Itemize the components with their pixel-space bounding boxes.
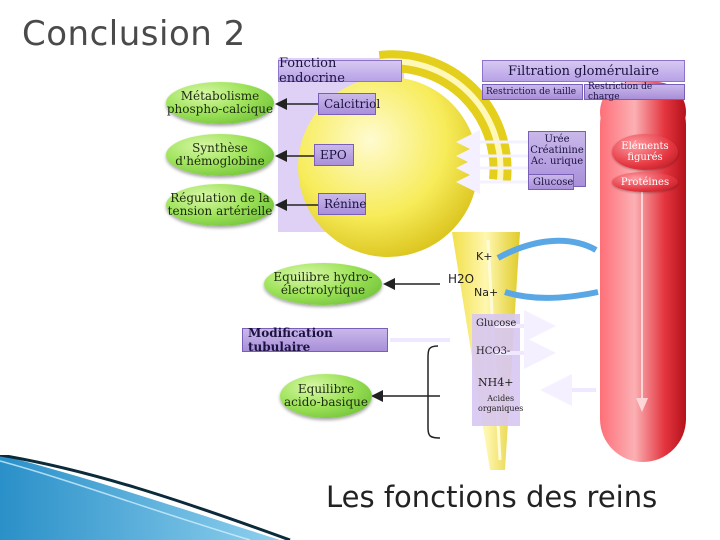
organic-acids-line: organiques [478,404,524,413]
slide-title: Conclusion 2 [22,14,246,54]
function-hydro-electrolytic: Equilibre hydro-électrolytique [264,263,382,305]
creatinine-label: Créatinine [530,145,584,156]
glomerular-filtration-header: Filtration glomérulaire [482,60,685,82]
organic-acids-line: Acides [487,394,515,403]
diagram-caption: Les fonctions des reins [326,480,658,514]
glucose-reabsorbed-label: Glucose [476,318,517,329]
blood-elements-line: figurés [627,152,663,163]
endocrine-function-header: Fonction endocrine [278,56,402,86]
bicarbonate-label: HCO3- [476,346,511,357]
renine-label: Rénine [318,193,367,215]
uree-label: Urée [544,134,570,145]
corner-swoosh-decoration [0,455,291,540]
ammonium-label: NH4+ [478,376,514,389]
function-line: tension artérielle [167,204,273,218]
glucose-filtered-label: Glucose [528,174,574,190]
calcitriol-label: Calcitriol [318,93,380,115]
water-label: H2O [448,272,475,286]
charge-restriction-label: Restriction de charge [584,82,685,102]
potassium-label: K+ [476,250,493,263]
tubular-modification-label: Modification tubulaire [242,326,388,354]
function-line: Equilibre [297,382,355,396]
proteins-oval: Protéines [612,172,678,192]
function-line: Métabolisme [180,89,260,103]
organic-acids-label: Acides organiques [478,394,523,414]
sodium-label: Na+ [474,286,499,299]
function-line: Equilibre hydro- [273,270,373,284]
function-line: phospho-calcique [166,102,274,116]
acide-urique-label: Ac. urique [530,156,584,167]
function-line: d'hémoglobine [175,154,265,168]
function-line: électrolytique [280,283,366,297]
blood-elements-line: Eléments [621,141,669,152]
function-line: Régulation de la [170,191,270,205]
function-line: acido-basique [283,395,369,409]
size-restriction-label: Restriction de taille [482,84,583,100]
epo-label: EPO [314,144,354,166]
function-line: Synthèse [192,141,248,155]
